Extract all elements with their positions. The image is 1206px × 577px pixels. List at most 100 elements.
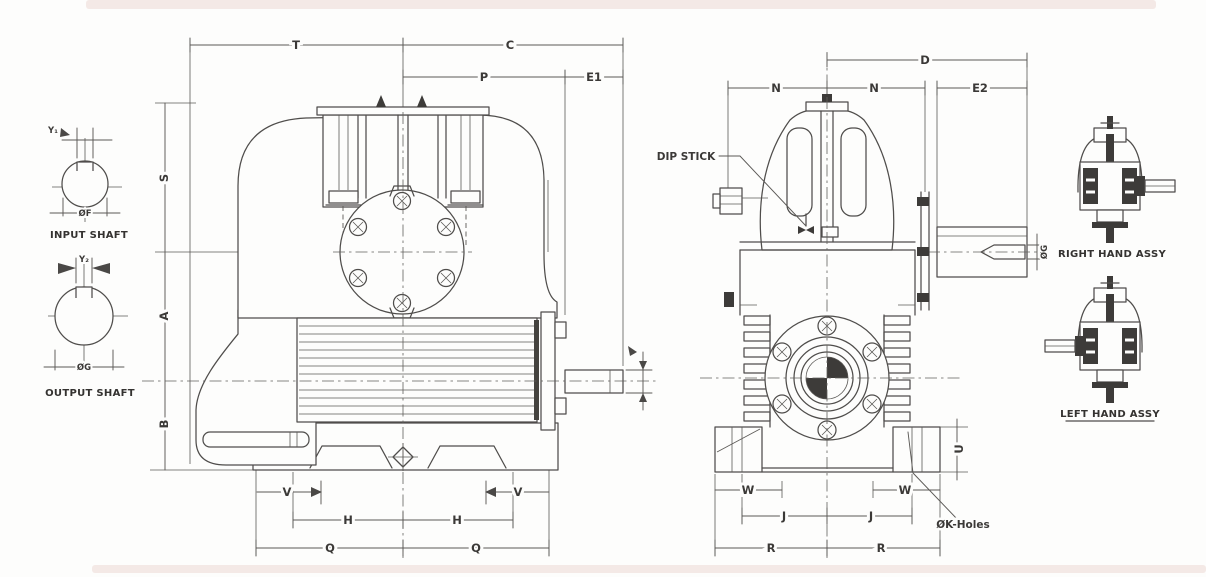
side-dim-N-E2: N N E2 [727, 78, 1028, 98]
dim-H-right-label: H [452, 513, 462, 527]
output-key-dim-label: Y₂ [78, 255, 89, 265]
dim-P-label: P [480, 70, 488, 84]
top-border-bar [86, 0, 1156, 9]
input-dia-dim-label: ØF [78, 208, 91, 219]
output-shaft-detail: Y₂ ØG OUTPUT SHAFT [43, 253, 135, 399]
motor-fin-block [296, 317, 538, 423]
front-dim-PE1: P E1 [402, 67, 624, 87]
dim-J-left-label: J [781, 509, 786, 523]
dim-W-left-label: W [742, 483, 755, 497]
front-view-extension-lines [150, 38, 624, 556]
front-left-boss [195, 309, 317, 466]
fin-end-shading [534, 320, 539, 420]
dim-T-label: T [292, 38, 300, 52]
output-dia-dim-label: ØG [77, 362, 91, 373]
dim-D-label: D [920, 53, 930, 67]
input-shaft-detail: Y₁ ØF INPUT SHAFT [45, 124, 128, 241]
dim-U-label: U [952, 444, 966, 453]
front-dim-V: V V [256, 480, 550, 505]
bell-slot-right [840, 127, 867, 217]
side-face-plates [917, 191, 930, 311]
motor-end-plate [540, 311, 556, 431]
input-shaft-title: INPUT SHAFT [50, 230, 128, 241]
front-dim-SAB: S A B [154, 102, 174, 471]
side-bell-housing [712, 94, 895, 251]
motor-fins [299, 325, 535, 415]
dim-B-label: B [157, 420, 171, 429]
dim-C-label: C [506, 38, 514, 52]
side-view-extension-lines [714, 53, 1028, 556]
bracket-bolt-left-icon [376, 95, 386, 107]
stud-nut-left [328, 190, 359, 204]
side-dim-U: U [949, 418, 969, 481]
dim-Q-right-label: Q [471, 541, 481, 555]
dim-N-left-label: N [771, 81, 781, 95]
left-hand-assy-label: LEFT HAND ASSY [1060, 409, 1160, 420]
side-foot-right [892, 426, 941, 473]
front-dim-TC: T C [189, 35, 624, 55]
side-view: D N N E2 ØG [654, 50, 1052, 558]
right-hand-assembly-icon [1076, 114, 1177, 245]
assembly-left-hand: LEFT HAND ASSY [1043, 274, 1160, 422]
dim-W-right-label: W [899, 483, 912, 497]
dim-E1-label: E1 [586, 70, 602, 84]
input-shaft-circle [61, 160, 109, 208]
center-target-quadrant [827, 357, 848, 378]
side-dim-R: R R [714, 538, 941, 558]
side-foot-left [714, 426, 763, 473]
bracket-bolt-right-icon [417, 95, 427, 107]
side-body-block [724, 241, 916, 316]
dip-stick-label: DIP STICK [657, 151, 716, 163]
page-borders [86, 0, 1206, 573]
dipstick-plug-icon [798, 226, 806, 234]
dip-stick-callout: DIP STICK [654, 149, 807, 227]
dim-Q-left-label: Q [325, 541, 335, 555]
input-flange [333, 185, 472, 319]
k-holes-leader [907, 431, 959, 521]
side-dim-D: D [826, 50, 1028, 70]
dim-N-right-label: N [869, 81, 879, 95]
dim-E2-label: E2 [972, 81, 988, 95]
side-fins [743, 314, 911, 428]
output-shaft-title: OUTPUT SHAFT [45, 388, 135, 399]
side-feet [714, 426, 941, 473]
right-hand-assy-label: RIGHT HAND ASSY [1058, 249, 1166, 260]
output-shaft-keyway [75, 286, 93, 298]
assembly-right-hand: RIGHT HAND ASSY [1058, 114, 1177, 260]
k-holes-callout: ØK-Holes [907, 431, 992, 534]
hub-bolts [772, 316, 882, 440]
front-view: T C P E1 S A B [142, 35, 658, 558]
output-hub [764, 315, 890, 441]
end-plate-bolt-top [554, 321, 567, 339]
left-hand-assembly-icon [1043, 274, 1144, 405]
input-key-dim-label: Y₁ [47, 126, 58, 136]
dim-V-right-label: V [514, 485, 523, 499]
drain-cylinder [202, 431, 310, 448]
side-dim-J: J J [741, 506, 913, 526]
bottom-border-bar [92, 565, 1206, 573]
end-plate-bolt-bottom [554, 397, 567, 415]
input-shaft-keyway [76, 161, 94, 171]
side-dim-W: W W [714, 480, 941, 500]
front-dim-Q: Q Q [255, 538, 550, 558]
dim-R-right-label: R [877, 541, 886, 555]
dim-shaft-dia-label: ØG [1039, 245, 1050, 259]
front-dim-H: H H [292, 510, 514, 530]
bell-slot-left [786, 127, 813, 217]
breather-plug [821, 226, 839, 238]
fill-plug [719, 187, 743, 215]
dim-S-label: S [157, 174, 171, 182]
flange-bolts [348, 191, 456, 313]
side-shaft-box: ØG [928, 226, 1052, 278]
stud-nut-right [450, 190, 481, 204]
dim-V-left-label: V [283, 485, 292, 499]
dim-H-left-label: H [343, 513, 353, 527]
dip-stick-leader [718, 155, 807, 227]
dim-R-left-label: R [767, 541, 776, 555]
dim-J-right-label: J [868, 509, 873, 523]
dim-A-label: A [157, 311, 171, 320]
k-holes-label: ØK-Holes [936, 519, 989, 531]
front-shaft [564, 369, 624, 394]
